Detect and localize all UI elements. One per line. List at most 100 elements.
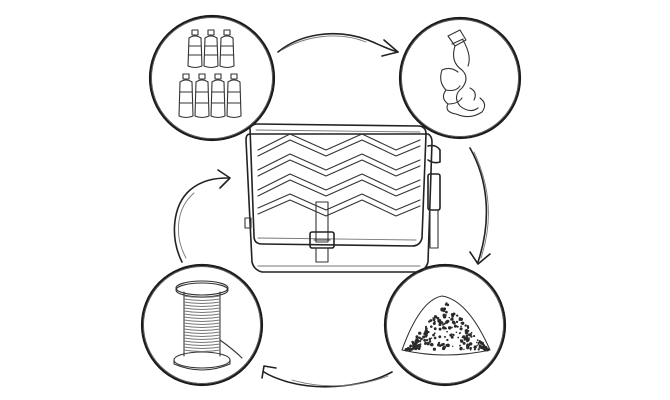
thread-winding	[183, 298, 221, 301]
plastic-flake	[442, 309, 446, 313]
plastic-flake	[432, 333, 435, 337]
plastic-flake	[464, 324, 467, 327]
thread-winding	[183, 325, 221, 328]
plastic-flake	[467, 337, 470, 340]
plastic-flake	[450, 312, 455, 317]
plastic-flake	[418, 345, 422, 348]
plastic-flake	[415, 346, 419, 350]
plastic-flake	[446, 343, 450, 348]
plastic-flake	[456, 325, 459, 328]
plastic-flake	[460, 346, 463, 349]
plastic-flake	[407, 346, 410, 349]
plastic-flake	[430, 325, 433, 328]
plastic-flake	[466, 346, 470, 350]
plastic-flake	[451, 345, 454, 348]
plastic-flake	[459, 339, 464, 343]
plastic-flake	[480, 345, 485, 350]
plastic-flake	[436, 316, 440, 320]
thread-winding	[183, 313, 221, 316]
plastic-flake	[438, 322, 442, 327]
thread-winding	[183, 319, 221, 322]
plastic-flake	[467, 329, 470, 333]
plastic-flake	[467, 333, 470, 336]
arrow-right	[469, 147, 491, 265]
plastic-flakes-pile-icon	[401, 295, 491, 356]
plastic-flake	[424, 341, 428, 345]
plastic-flake	[413, 347, 416, 350]
plastic-flake	[478, 344, 482, 347]
plastic-flake	[455, 320, 459, 324]
plastic-flake	[456, 314, 459, 317]
plastic-flake	[477, 348, 480, 351]
plastic-flake	[459, 327, 463, 331]
plastic-flake	[479, 341, 483, 345]
plastic-flake	[447, 326, 452, 330]
plastic-flake	[428, 337, 432, 341]
thread-winding	[183, 295, 221, 298]
thread-winding	[183, 322, 221, 325]
plastic-flake	[419, 343, 422, 346]
plastic-flake	[416, 338, 419, 342]
plastic-flake	[451, 318, 454, 321]
plastic-flake	[428, 340, 432, 343]
plastic-flake	[450, 335, 454, 339]
plastic-flake	[463, 348, 465, 351]
thread-winding	[183, 304, 221, 307]
thread-winding	[183, 307, 221, 310]
cycle-arrows	[173, 33, 491, 388]
plastic-flake	[418, 340, 422, 343]
stage-flakes	[383, 263, 507, 387]
plastic-flake	[448, 316, 451, 319]
plastic-flake	[438, 327, 442, 331]
plastic-flake	[414, 340, 417, 343]
plastic-flake	[423, 335, 426, 338]
messenger-bag-icon	[244, 123, 441, 273]
thread-winding	[183, 337, 221, 340]
plastic-flake	[464, 330, 467, 333]
plastic-flake	[445, 310, 448, 314]
plastic-flake	[469, 346, 472, 350]
bag-zigzag-straps	[257, 133, 421, 217]
arrow-left	[173, 169, 231, 263]
thread-winding	[183, 310, 221, 313]
plastic-flake	[467, 343, 471, 347]
plastic-flake	[483, 346, 486, 349]
arrow-bottom	[261, 365, 393, 388]
plastic-flake	[424, 325, 428, 328]
plastic-flake	[457, 336, 460, 339]
plastic-flake	[433, 315, 438, 319]
plastic-flake	[458, 332, 461, 335]
plastic-flake	[442, 314, 447, 319]
plastic-flake	[451, 320, 456, 324]
plastic-flake	[405, 348, 408, 351]
plastic-flake	[470, 331, 473, 334]
plastic-flake	[443, 322, 446, 325]
plastic-flake	[430, 342, 434, 347]
plastic-flake	[442, 342, 445, 345]
thread-winding	[183, 346, 221, 349]
plastic-flake	[418, 336, 421, 340]
plastic-flake	[423, 338, 426, 342]
thread-winding	[183, 331, 221, 334]
plastic-flake	[451, 326, 453, 329]
plastic-flake	[473, 335, 476, 338]
plastic-flake	[452, 333, 455, 337]
stage-crushing	[398, 16, 522, 140]
plastic-flake	[432, 347, 436, 351]
plastic-flake	[465, 334, 469, 338]
plastic-flake	[459, 317, 463, 321]
thread-winding	[183, 349, 221, 352]
plastic-flake	[446, 303, 450, 307]
plastic-flake	[433, 320, 436, 323]
plastic-flake	[433, 327, 437, 331]
plastic-flake	[476, 341, 478, 344]
stage-bottles	[148, 14, 276, 142]
plastic-flake	[466, 326, 470, 330]
plastic-flake	[437, 343, 440, 347]
plastic-flake	[476, 344, 478, 347]
thread-winding	[183, 340, 221, 343]
plastic-flake	[428, 320, 431, 323]
thread-winding	[183, 343, 221, 346]
